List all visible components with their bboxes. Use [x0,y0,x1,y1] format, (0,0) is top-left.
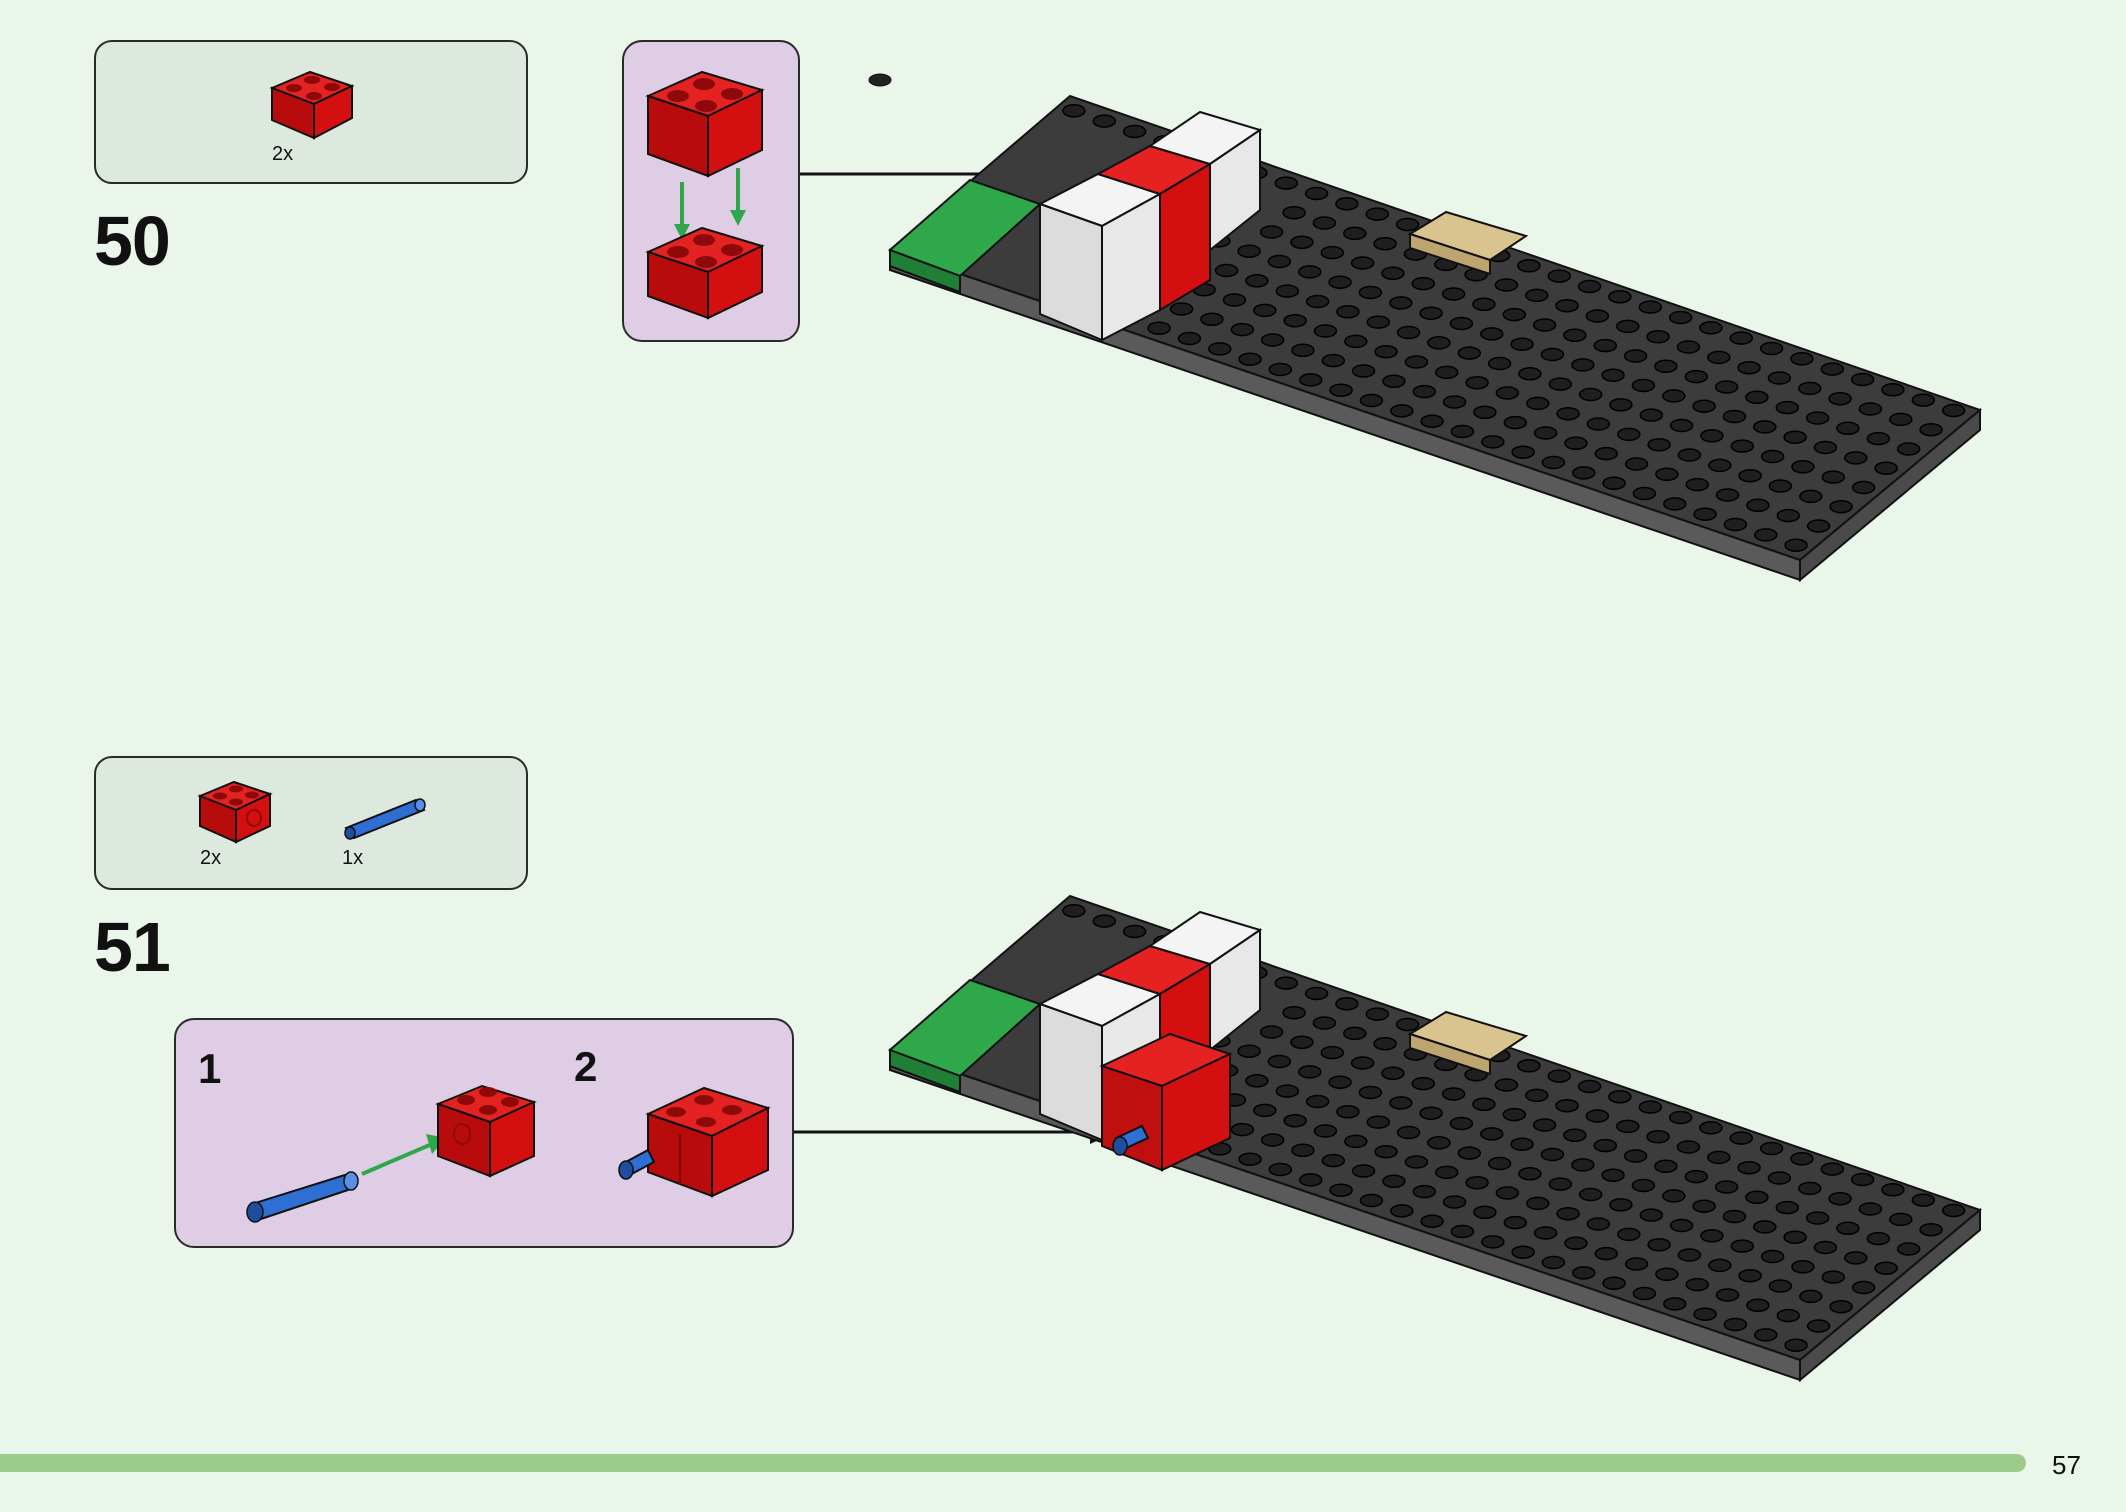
model-assembly-step-50 [868,73,1983,583]
pin-insert-icon [246,1084,537,1223]
callout-step-50 [622,40,800,342]
part-qty: 1x [342,847,364,869]
parts-list-step-51: 2x 1x [94,756,528,890]
red-brick-stack-icon [645,70,765,320]
step-number-51: 51 [94,908,171,986]
substep-number: 2 [574,1043,598,1090]
page-number: 57 [2052,1450,2081,1480]
blue-pin-icon [344,798,426,840]
pinned-brick-icon [618,1086,771,1198]
part-qty: 2x [272,143,294,165]
red-technic-brick-icon [197,780,273,844]
callout-step-51: 1 2 [174,1018,794,1248]
step-number-50: 50 [94,202,171,280]
substep-number: 1 [198,1045,222,1092]
model-assembly-step-51 [888,894,1983,1383]
red-2x2-brick-icon [269,70,355,140]
page-footer-bar [0,1454,2026,1472]
part-qty: 2x [200,847,222,869]
parts-list-step-50: 2x [94,40,528,184]
